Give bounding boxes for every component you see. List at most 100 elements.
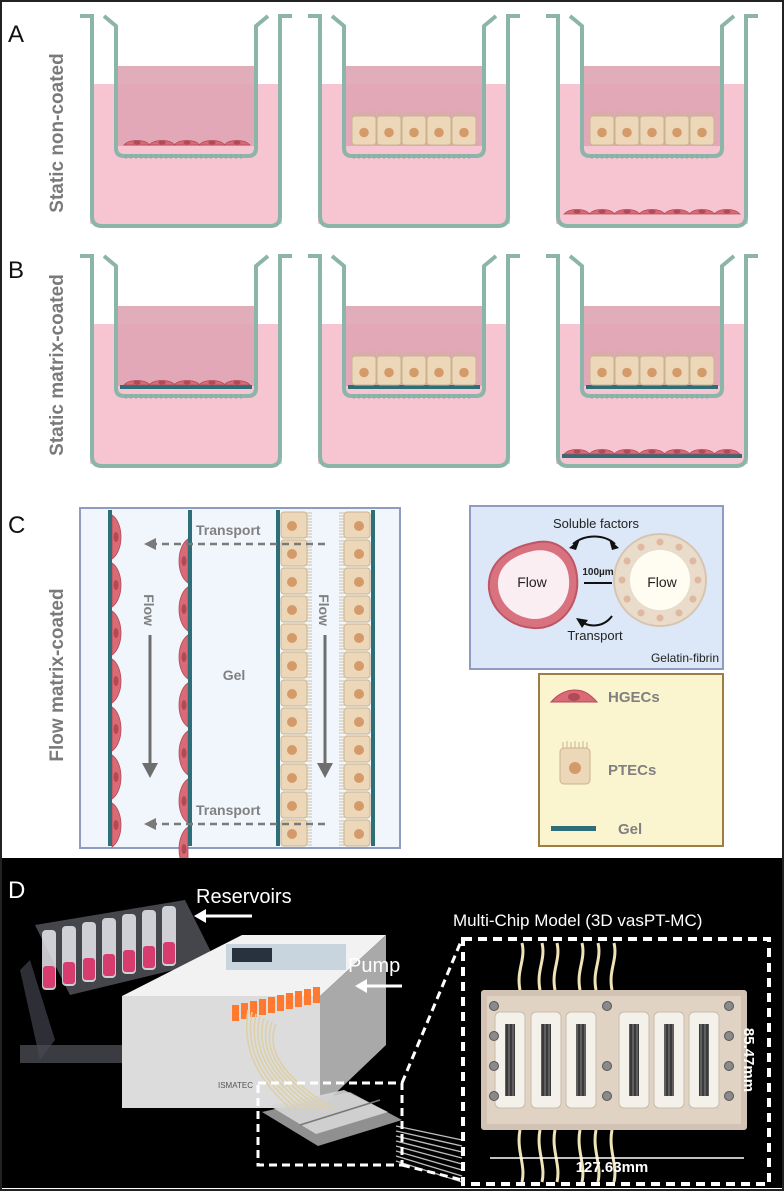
chip-tube-top: [593, 942, 601, 991]
hgec-nucleus-right: [181, 604, 187, 614]
hgec-nucleus: [158, 380, 166, 385]
hgec-nucleus-right: [181, 700, 187, 710]
hgec-nucleus-left: [113, 580, 119, 590]
ptec-nucleus: [409, 127, 419, 138]
ptec-nucleus: [359, 367, 369, 378]
distance-label: 100µm: [582, 567, 613, 578]
width-dimension-label: 127.63mm: [576, 1159, 649, 1176]
gel-region-label: Gel: [223, 667, 246, 683]
legend-hgecs-label: HGECs: [608, 689, 660, 706]
hgec-nucleus: [208, 140, 216, 145]
panel-a-row-label: Static non-coated: [47, 53, 68, 212]
well-gel-coat: [562, 454, 742, 458]
chip-tube-bottom: [609, 1129, 617, 1183]
ptec-nucleus: [287, 801, 297, 811]
ptec-nucleus: [287, 549, 297, 559]
hgec-nucleus-right: [181, 556, 187, 566]
hgec-nucleus-right: [181, 844, 187, 854]
pump-arrowhead: [355, 979, 367, 993]
chip-screw: [724, 1001, 734, 1011]
insert-gel-coat: [586, 385, 718, 389]
hgec-nucleus: [673, 449, 681, 454]
well-wall: [80, 14, 292, 228]
flow-arrowhead-left: [142, 763, 158, 778]
pump-cassette: [304, 989, 311, 1005]
ptec-nucleus: [287, 661, 297, 671]
ptec-nucleus: [459, 127, 469, 138]
panel-d-letter: D: [8, 877, 25, 904]
hgec-nucleus: [573, 209, 581, 214]
outlet-tubing: [395, 1155, 463, 1177]
gel-line-2: [188, 510, 192, 846]
tubing-line: [249, 1011, 299, 1111]
ptec-nucleus: [354, 605, 364, 615]
legend-ptecs-label: PTECs: [608, 762, 656, 779]
ptec-nucleus: [622, 127, 632, 138]
hgec-nucleus: [698, 449, 706, 454]
reservoir-media: [163, 942, 175, 964]
tubing-line: [268, 1021, 329, 1111]
zoom-line-top: [400, 938, 464, 1084]
chip-screw: [724, 1061, 734, 1071]
hgec-nucleus-left: [113, 724, 119, 734]
hgec-nucleus-left: [113, 772, 119, 782]
transport-label-cross: Transport: [567, 628, 623, 643]
ptec-nucleus: [287, 689, 297, 699]
ptec-nucleus: [672, 367, 682, 378]
pump-cassette: [286, 993, 293, 1009]
ptec-columns: [280, 511, 371, 847]
flow-label-left: Flow: [141, 594, 157, 626]
tubule-nucleus: [675, 609, 683, 617]
ptec-nucleus: [354, 549, 364, 559]
hgec-nucleus: [183, 140, 191, 145]
ptec-nucleus: [287, 773, 297, 783]
panel-b-letter: B: [8, 257, 24, 284]
ptec-nucleus: [597, 367, 607, 378]
ptec-nucleus: [697, 367, 707, 378]
chip-channel: [699, 1024, 709, 1096]
tubing-line: [261, 1017, 317, 1111]
chip-screw: [489, 1091, 499, 1101]
chip-screw: [602, 1001, 612, 1011]
legend-gel-label: Gel: [618, 821, 642, 838]
hgec-nucleus: [598, 449, 606, 454]
hgec-nucleus: [208, 380, 216, 385]
hgec-nucleus: [648, 209, 656, 214]
tubule-nucleus: [694, 576, 702, 584]
chip-screw: [724, 1031, 734, 1041]
hgec-nucleus-left: [113, 820, 119, 830]
outlet-tubing: [395, 1130, 463, 1147]
ptec-nucleus: [354, 829, 364, 839]
chip-tube-bottom: [593, 1129, 601, 1183]
chip-highlight-box: [256, 1081, 404, 1167]
hgec-nucleus: [673, 209, 681, 214]
tubule-nucleus: [623, 557, 631, 565]
reservoirs-arrowhead: [194, 909, 206, 923]
legend-ptec-nucleus: [569, 762, 581, 774]
hgec-nucleus-left: [113, 676, 119, 686]
pump-cassette: [268, 997, 275, 1013]
tubule-nucleus: [637, 609, 645, 617]
panel-c-row-label: Flow matrix-coated: [47, 588, 68, 761]
reservoir-rack: [20, 900, 215, 1063]
flow-arrowhead-right: [317, 763, 333, 778]
gel-line-3: [276, 510, 280, 846]
ptec-nucleus: [287, 521, 297, 531]
insert-medium: [116, 306, 256, 386]
ptec-nucleus: [672, 127, 682, 138]
transport-arrowhead-top: [144, 538, 156, 550]
panel-a-letter: A: [8, 21, 24, 48]
outlet-tubing: [395, 1145, 463, 1165]
hgec-nucleus: [723, 449, 731, 454]
chip-screw: [489, 1031, 499, 1041]
transport-arrowhead-bottom: [144, 818, 156, 830]
reservoir-media: [143, 946, 155, 968]
chip-screw: [602, 1061, 612, 1071]
hgec-nucleus: [183, 380, 191, 385]
tubule-nucleus: [656, 614, 664, 622]
ptec-nucleus: [354, 661, 364, 671]
ptec-nucleus: [597, 127, 607, 138]
ptec-nucleus: [354, 773, 364, 783]
